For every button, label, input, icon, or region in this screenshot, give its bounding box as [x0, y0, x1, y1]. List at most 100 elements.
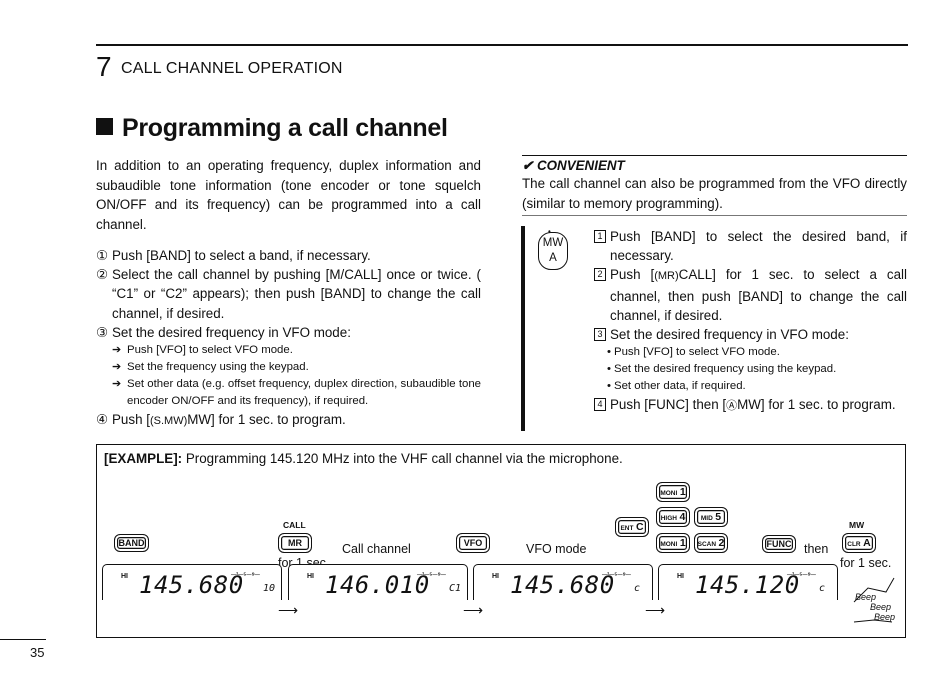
- hi-indicator: HI: [307, 573, 314, 580]
- conv-step-2: 2 Push [(MR)CALL] for 1 sec. to select a …: [594, 265, 907, 325]
- conv-sub-2: •Set the desired frequency using the key…: [594, 361, 907, 378]
- mid-5-key: MID 5: [694, 507, 728, 527]
- bullet-icon: •: [607, 380, 611, 393]
- sub-text: Push [VFO] to select VFO mode.: [127, 344, 293, 357]
- key-dot: •: [548, 227, 551, 236]
- step-3-sub-1: ➔Push [VFO] to select VFO mode.: [96, 342, 481, 359]
- for-1-sec-caption-b: for 1 sec.: [840, 556, 892, 570]
- s-meter: ─¹─⁵─⁹─: [787, 572, 816, 579]
- beep-text-3: Beep: [874, 612, 896, 622]
- step-text: Set the desired frequency in VFO mode:: [112, 324, 351, 340]
- frequency-readout: 145.120: [695, 571, 800, 599]
- bullet-icon: •: [607, 363, 611, 376]
- key-small-label: MONI: [660, 541, 678, 548]
- step-box: 2: [594, 268, 606, 282]
- lcd-display-1: HI 145.680 ─¹─⁵─⁹─ 10: [102, 564, 282, 600]
- hi-indicator: HI: [121, 573, 128, 580]
- s-meter: ─¹─⁵─⁹─: [417, 572, 446, 579]
- conv-sub-1: •Push [VFO] to select VFO mode.: [594, 344, 907, 361]
- lcd-display-2: HI 146.010 ─¹─⁵─⁹─ C1: [288, 564, 468, 600]
- page-number-rule: [0, 639, 46, 640]
- step-text: Push [FUNC] then [: [610, 397, 727, 413]
- convenient-rule-top: [522, 155, 907, 156]
- func-key: FUNC: [762, 535, 796, 553]
- arrow-bullet-icon: ➔: [112, 361, 122, 374]
- step-text: CALL] for 1 sec. to select a call channe…: [610, 267, 907, 323]
- section-title-text: Programming a call channel: [122, 114, 448, 142]
- lcd-display-3: HI 145.680 ─¹─⁵─⁹─ c: [473, 564, 653, 600]
- step-box: 1: [594, 230, 606, 243]
- moni-1-key: MONI 1: [656, 533, 690, 553]
- key-big-label: 1: [679, 486, 686, 498]
- key-small-label: CLR: [847, 541, 861, 548]
- step-text: MW] for 1 sec. to program.: [737, 397, 896, 413]
- key-big-label: A: [863, 537, 871, 549]
- clr-a-key: CLR A: [842, 533, 876, 553]
- beep-lightning-icon: [853, 577, 895, 623]
- key-subtext: (S.MW): [149, 415, 188, 428]
- call-top-label: CALL: [283, 520, 306, 530]
- example-label: [EXAMPLE]: Programming 145.120 MHz into …: [104, 450, 623, 467]
- step-number: ②: [96, 267, 109, 283]
- key-subtext: (MR): [654, 270, 679, 283]
- step-number: ④: [96, 412, 109, 428]
- convenient-text: The call channel can also be programmed …: [522, 176, 907, 211]
- square-bullet-icon: [96, 118, 113, 135]
- key-big-label: 1: [679, 537, 686, 549]
- chapter-title: CALL CHANNEL OPERATION: [121, 60, 343, 77]
- key-big-label: C: [635, 521, 644, 533]
- intro-paragraph: In addition to an operating frequency, d…: [96, 158, 481, 232]
- example-text: Programming 145.120 MHz into the VHF cal…: [185, 451, 623, 466]
- ent-c-key: ENT C: [615, 517, 649, 537]
- step-3-sub-2: ➔Set the frequency using the keypad.: [96, 359, 481, 376]
- frequency-readout: 145.680: [139, 571, 244, 599]
- sub-text: Set other data, if required.: [614, 380, 746, 393]
- convenient-rule-bottom: [522, 215, 907, 216]
- sub-text: Push [VFO] to select VFO mode.: [614, 346, 780, 359]
- step-text: Select the call channel by pushing [M/CA…: [112, 267, 481, 321]
- example-tag: [EXAMPLE]:: [104, 451, 183, 466]
- flow-arrow-icon: ⟶: [645, 602, 666, 618]
- moni-1-key-top: MONI 1: [656, 482, 690, 502]
- scan-2-key: SCAN 2: [694, 533, 728, 553]
- band-key: BAND: [114, 534, 149, 552]
- key-label: MR: [288, 538, 302, 548]
- hi-indicator: HI: [492, 573, 499, 580]
- section-title: Programming a call channel: [96, 113, 448, 143]
- step-box: 4: [594, 398, 606, 412]
- bullet-icon: •: [607, 346, 611, 359]
- step-number: ①: [96, 248, 109, 263]
- vfo-key: VFO: [456, 533, 490, 553]
- key-small-label: HIGH: [660, 515, 677, 522]
- key-small-label: MONI: [660, 490, 678, 497]
- chapter-number: 7: [96, 51, 112, 82]
- side-bar: [521, 226, 525, 431]
- vfo-mode-caption: VFO mode: [526, 542, 587, 556]
- beep-text-2: Beep: [870, 602, 892, 612]
- step-text: Push [: [112, 412, 150, 428]
- arrow-bullet-icon: ➔: [112, 378, 122, 391]
- key-big-label: 5: [715, 511, 722, 523]
- high-4-key: HIGH 4: [656, 507, 690, 527]
- step-text: Push [: [610, 267, 655, 283]
- header-rule: [96, 44, 908, 46]
- channel-indicator: c: [819, 583, 826, 594]
- key-label: FUNC: [766, 539, 792, 549]
- step-text: MW] for 1 sec. to program.: [187, 412, 346, 428]
- step-3-sub-3: ➔Set other data (e.g. offset frequency, …: [96, 376, 481, 410]
- channel-indicator: C1: [449, 583, 462, 594]
- hi-indicator: HI: [677, 573, 684, 580]
- sub-text: Set the desired frequency using the keyp…: [614, 363, 837, 376]
- channel-indicator: c: [634, 583, 641, 594]
- s-meter: ─¹─⁵─⁹─: [602, 572, 631, 579]
- key-small-label: MID: [700, 515, 713, 522]
